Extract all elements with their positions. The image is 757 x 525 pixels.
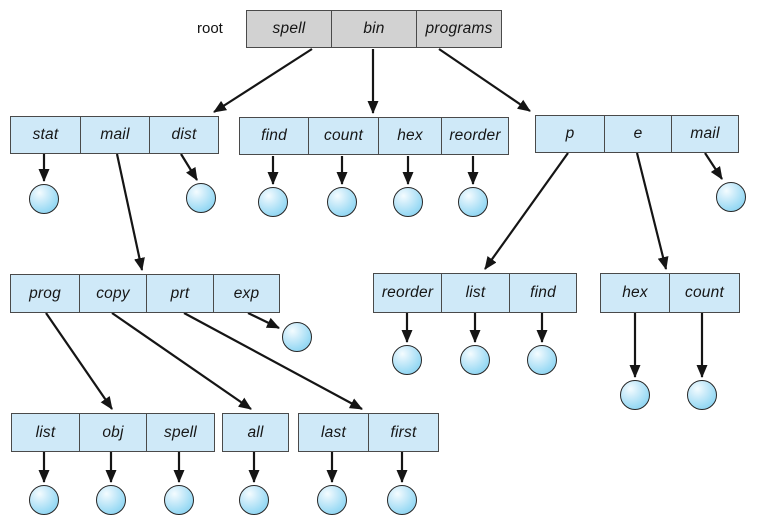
dir-entry-list: list xyxy=(35,423,56,441)
edge-arrow xyxy=(115,153,145,271)
dir-entry-prt: prt xyxy=(146,275,213,312)
file-node xyxy=(186,183,216,213)
dir-entry-spell: spell xyxy=(272,20,306,37)
dir-entry-list: list xyxy=(441,274,509,312)
edge-arrow xyxy=(45,312,113,410)
file-node xyxy=(392,345,422,375)
edge-arrow xyxy=(183,312,363,410)
dir-entry-obj: obj xyxy=(79,414,146,451)
file-node xyxy=(29,485,59,515)
file-node xyxy=(393,187,423,217)
edge-arrow xyxy=(180,153,198,181)
file-node xyxy=(258,187,288,217)
edge-arrow xyxy=(484,152,569,270)
file-node xyxy=(387,485,417,515)
edge-arrow xyxy=(635,152,669,270)
file-node xyxy=(164,485,194,515)
dir-table-all: all xyxy=(222,413,289,452)
dir-table-last-first: last first xyxy=(298,413,439,452)
dir-entry-hex: hex xyxy=(622,284,648,301)
dir-entry-p: p xyxy=(565,125,575,142)
dir-entry-last: last xyxy=(321,423,346,441)
file-node xyxy=(687,380,717,410)
dir-entry-exp: exp xyxy=(213,275,279,312)
edge-arrow xyxy=(247,312,280,329)
dir-entry-spell: spell xyxy=(146,414,214,451)
dir-entry-reorder: reorder xyxy=(381,284,434,301)
dir-table-hex-count: hex count xyxy=(600,273,740,313)
file-node xyxy=(282,322,312,352)
dir-entry-stat: stat xyxy=(32,126,59,143)
file-node xyxy=(317,485,347,515)
root-label: root xyxy=(197,20,223,37)
dir-entry-first: first xyxy=(368,414,438,451)
file-node xyxy=(460,345,490,375)
dir-entry-dist: dist xyxy=(149,117,218,153)
dir-entry-mail: mail xyxy=(671,116,738,152)
file-node xyxy=(527,345,557,375)
file-node xyxy=(620,380,650,410)
dir-entry-e: e xyxy=(604,116,671,152)
file-node xyxy=(239,485,269,515)
dir-entry-find: find xyxy=(261,127,287,144)
file-node xyxy=(716,182,746,212)
file-node xyxy=(327,187,357,217)
edge-arrow xyxy=(704,152,723,180)
dir-entry-count: count xyxy=(669,274,739,312)
dir-entry-hex: hex xyxy=(378,118,441,154)
dir-entry-prog: prog xyxy=(29,284,61,302)
dir-entry-programs: programs xyxy=(416,11,501,47)
file-node xyxy=(458,187,488,217)
file-node xyxy=(96,485,126,515)
edge-arrow xyxy=(213,48,313,113)
dir-entry-copy: copy xyxy=(79,275,146,312)
edge-arrow xyxy=(438,48,531,112)
dir-entry-all: all xyxy=(247,423,264,441)
file-node xyxy=(29,184,59,214)
dir-entry-mail: mail xyxy=(80,117,149,153)
dir-entry-count: count xyxy=(308,118,378,154)
dir-entry-find: find xyxy=(509,274,576,312)
dir-entry-reorder: reorder xyxy=(441,118,508,154)
edge-arrow xyxy=(111,312,252,410)
dir-entry-bin: bin xyxy=(331,11,416,47)
